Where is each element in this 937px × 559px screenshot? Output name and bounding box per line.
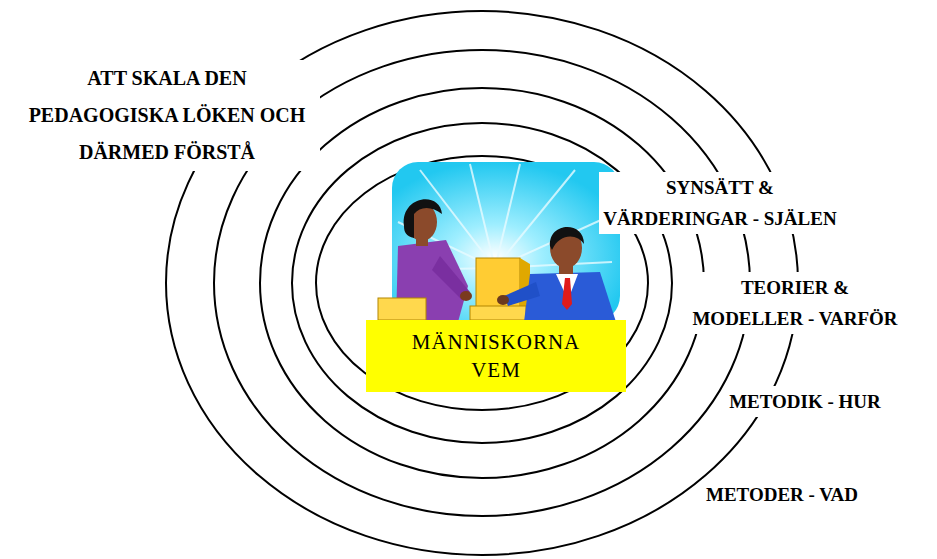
label-box: MÄNNISKORNA VEM	[366, 320, 626, 392]
people-clipart	[378, 162, 620, 322]
man-tie	[562, 278, 572, 310]
layer-label: TEORIER & MODELLER - VARFÖR	[688, 272, 902, 334]
woman-hair	[404, 199, 442, 238]
diagram-title: ATT SKALA DEN PEDAGOGISKA LÖKEN OCH DÄRM…	[14, 60, 320, 171]
layer-label: METODIK - HUR	[725, 386, 885, 417]
ring	[292, 123, 672, 443]
layer-label: METODER - VAD	[702, 479, 863, 510]
ring	[260, 88, 704, 478]
box-text: MÄNNISKORNA VEM	[410, 328, 582, 385]
man-body	[524, 272, 616, 322]
man-hair	[550, 227, 584, 250]
woman-hand	[460, 291, 472, 301]
monitor-box	[378, 298, 426, 320]
layer-label: SYNSÄTT & VÄRDERINGAR - SJÄLEN	[599, 172, 841, 234]
